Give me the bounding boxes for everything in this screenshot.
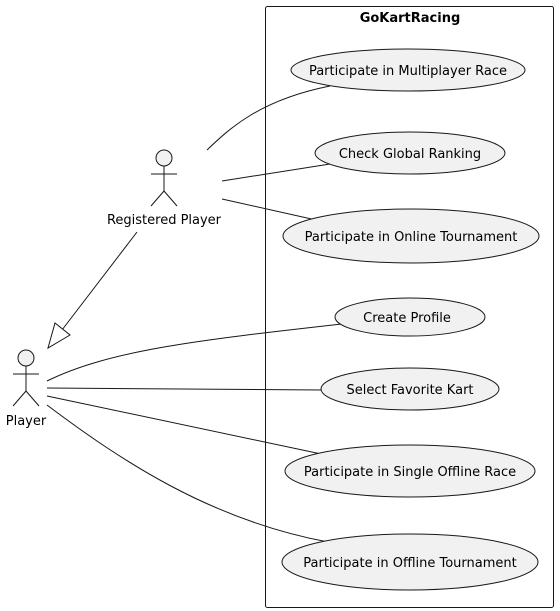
actor-registered-player[interactable]: Registered Player	[107, 149, 222, 228]
use-case-label: Participate in Online Tournament	[305, 230, 518, 245]
assoc-player-offline-tournament	[46, 404, 329, 543]
assoc-registered-online-tournament	[221, 198, 317, 221]
use-case-global-ranking[interactable]: Check Global Ranking	[314, 131, 506, 175]
actor-stick-figure-icon	[150, 149, 178, 207]
use-case-ellipse	[314, 131, 506, 175]
actor-label: Player	[6, 414, 47, 429]
associations	[46, 85, 343, 543]
system-title: GoKartRacing	[360, 11, 461, 26]
use-case-label: Participate in Single Offline Race	[304, 465, 516, 480]
use-case-label: Participate in Multiplayer Race	[309, 64, 507, 79]
use-case-online-tournament[interactable]: Participate in Online Tournament	[282, 208, 540, 264]
system-boundary: GoKartRacing	[265, 6, 554, 608]
use-case-ellipse	[282, 208, 540, 264]
actor-label: Registered Player	[107, 213, 222, 228]
actor-stick-figure-icon	[12, 349, 40, 407]
use-case-label: Participate in Offline Tournament	[303, 556, 517, 571]
use-case-label: Select Favorite Kart	[346, 383, 473, 398]
use-case-label: Create Profile	[363, 311, 451, 326]
use-case-ellipse	[284, 444, 536, 498]
use-case-label: Check Global Ranking	[339, 147, 481, 162]
generalization-arrowhead	[47, 322, 71, 350]
use-case-ellipse	[290, 48, 526, 92]
use-case-ellipse	[320, 367, 500, 411]
generalization	[47, 231, 138, 350]
assoc-player-single-offline	[46, 395, 327, 456]
use-case-multiplayer-race[interactable]: Participate in Multiplayer Race	[290, 48, 526, 92]
use-case-offline-tournament[interactable]: Participate in Offline Tournament	[281, 533, 539, 591]
system-boundary-box	[265, 6, 554, 608]
use-case-favorite-kart[interactable]: Select Favorite Kart	[320, 367, 500, 411]
use-case-ellipse	[334, 297, 486, 337]
assoc-player-create-profile	[46, 323, 343, 382]
use-case-create-profile[interactable]: Create Profile	[334, 297, 486, 337]
assoc-registered-ranking	[221, 163, 331, 182]
actor-player[interactable]: Player	[6, 349, 47, 429]
assoc-registered-multiplayer	[206, 85, 331, 151]
assoc-player-favorite-kart	[46, 387, 323, 391]
generalization-line	[61, 231, 138, 331]
use-case-ellipse	[281, 533, 539, 591]
use-case-single-offline-race[interactable]: Participate in Single Offline Race	[284, 444, 536, 498]
